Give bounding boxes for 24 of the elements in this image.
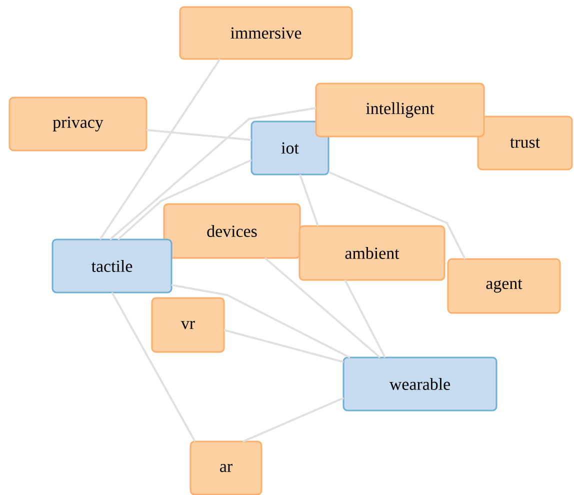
term-box: immersive (179, 6, 353, 60)
connector-line (117, 159, 252, 240)
term-box: vr (151, 297, 225, 353)
connector-line (99, 58, 221, 240)
term-box: ambient (298, 225, 446, 281)
connector-line (224, 329, 344, 363)
term-box: trust (477, 116, 573, 170)
term-box: devices (163, 203, 301, 259)
connector-line (264, 257, 381, 358)
connector-line (242, 397, 344, 442)
topic-box: iot (250, 120, 330, 176)
connector-line (171, 284, 350, 358)
connector-line (328, 171, 466, 260)
term-box: intelligent (315, 82, 485, 138)
connector-line (344, 280, 386, 358)
topic-box: wearable (342, 356, 498, 412)
term-box: ar (190, 440, 262, 495)
connector-line (299, 174, 319, 226)
term-box: privacy (8, 96, 148, 152)
connector-line (111, 292, 196, 442)
term-box: agent (447, 258, 561, 314)
connector-line (146, 129, 252, 141)
topic-box: tactile (52, 238, 172, 294)
connector-line (109, 107, 316, 240)
